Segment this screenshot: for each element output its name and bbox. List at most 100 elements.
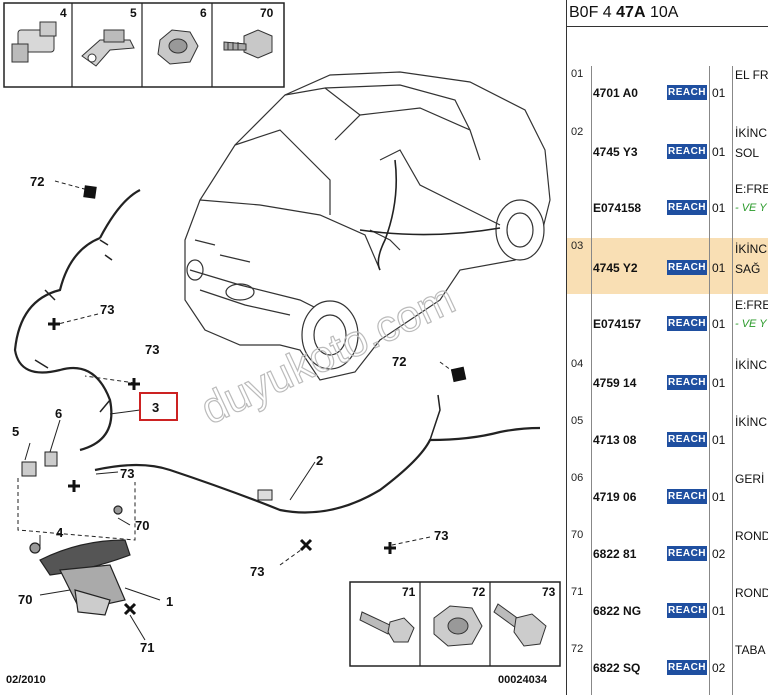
part-line[interactable]: E074158 REACH 01 bbox=[567, 198, 768, 218]
part-row-03-sub[interactable]: E:FRE E074157 REACH 01 - VE Y bbox=[567, 294, 768, 357]
part-number[interactable]: 4701 A0 bbox=[593, 86, 638, 100]
icon-label-73: 73 bbox=[542, 585, 556, 599]
part-number[interactable]: 4745 Y3 bbox=[593, 145, 638, 159]
callout-72-upper: 72 bbox=[30, 174, 44, 189]
part-line[interactable]: 4701 A0 REACH 01 bbox=[567, 83, 768, 103]
part-qty: 01 bbox=[712, 201, 726, 215]
callout-73-b: 73 bbox=[145, 342, 159, 357]
part-row-70[interactable]: 70 6822 81 REACH 02 ROND bbox=[567, 527, 768, 585]
reach-badge: REACH bbox=[667, 546, 707, 561]
part-qty: 02 bbox=[712, 661, 726, 675]
part-row-06[interactable]: 06 4719 06 REACH 01 GERİ bbox=[567, 470, 768, 528]
part-row-03[interactable]: 03 4745 Y2 REACH 01 İKİNC SAĞ bbox=[567, 238, 768, 295]
bolt-icon[interactable] bbox=[223, 29, 273, 59]
part-note: - VE Y bbox=[735, 318, 767, 330]
part-line[interactable]: 6822 NG REACH 01 bbox=[567, 601, 768, 621]
part-description: GERİ bbox=[735, 472, 765, 486]
part-qty: 01 bbox=[712, 86, 726, 100]
part-row-01[interactable]: 01 4701 A0 REACH 01 EL FR bbox=[567, 66, 768, 125]
part-row-04[interactable]: 04 4759 14 REACH 01 İKİNC bbox=[567, 356, 768, 414]
callout-71: 71 bbox=[140, 640, 154, 655]
part-number[interactable]: 4719 06 bbox=[593, 490, 637, 504]
ref-prefix: B0F 4 bbox=[569, 4, 612, 21]
part-row-02[interactable]: 02 4745 Y3 REACH 01 İKİNC SOL E:FRE E074… bbox=[567, 124, 768, 239]
reach-badge: REACH bbox=[667, 660, 707, 675]
parts-diagram: 4 5 6 70 bbox=[3, 2, 561, 686]
part-number[interactable]: 6822 SQ bbox=[593, 661, 641, 675]
part-qty: 02 bbox=[712, 547, 726, 561]
part-line[interactable]: 6822 SQ REACH 02 bbox=[567, 658, 768, 678]
group-reference: B0F 4 47A 10A bbox=[569, 0, 678, 26]
brake-cables bbox=[13, 189, 541, 514]
part-line[interactable]: 4759 14 REACH 01 bbox=[567, 373, 768, 393]
part-number[interactable]: 4745 Y2 bbox=[593, 261, 638, 275]
bottom-icon-strip: 71 72 73 bbox=[349, 581, 561, 667]
row-position: 71 bbox=[571, 586, 584, 598]
part-number[interactable]: 4713 08 bbox=[593, 433, 637, 447]
part-qty: 01 bbox=[712, 317, 726, 331]
row-position: 70 bbox=[571, 529, 584, 541]
part-description: İKİNC bbox=[735, 415, 768, 429]
part-number[interactable]: 6822 81 bbox=[593, 547, 637, 561]
bolt-71-icon[interactable] bbox=[359, 611, 415, 643]
nut-72-icon[interactable] bbox=[433, 605, 483, 647]
row-position: 04 bbox=[571, 358, 584, 370]
reach-badge: REACH bbox=[667, 316, 707, 331]
reach-badge: REACH bbox=[667, 375, 707, 390]
part-line[interactable]: E074157 REACH 01 bbox=[567, 314, 768, 334]
sub-part-description: E:FRE bbox=[735, 298, 768, 312]
row-position: 02 bbox=[571, 126, 584, 138]
icon-label-4: 4 bbox=[60, 6, 67, 20]
callout-part-6: 6 bbox=[55, 406, 62, 421]
part-number[interactable]: 6822 NG bbox=[593, 604, 642, 618]
callout-73-c: 73 bbox=[120, 466, 134, 481]
callout-70-b: 70 bbox=[18, 592, 32, 607]
callout-part-1: 1 bbox=[166, 594, 173, 609]
leader-lines bbox=[17, 180, 456, 641]
callout-72-lower: 72 bbox=[392, 354, 406, 369]
nut-icon[interactable] bbox=[157, 29, 199, 65]
ref-bold: 47A bbox=[616, 4, 646, 21]
part-line[interactable]: 4745 Y3 REACH 01 bbox=[567, 142, 768, 162]
row-position: 72 bbox=[571, 643, 584, 655]
reach-badge: REACH bbox=[667, 489, 707, 504]
handbrake-lever[interactable] bbox=[29, 505, 131, 616]
part-line[interactable]: 4713 08 REACH 01 bbox=[567, 430, 768, 450]
diagram-canvas: 4 5 6 70 bbox=[3, 2, 561, 686]
part-description: İKİNC bbox=[735, 358, 768, 372]
column-divider bbox=[709, 66, 710, 695]
part-description: ROND bbox=[735, 529, 768, 543]
part-line[interactable]: 6822 81 REACH 02 bbox=[567, 544, 768, 564]
part-line[interactable]: 4719 06 REACH 01 bbox=[567, 487, 768, 507]
date-code: 02/2010 bbox=[6, 674, 46, 686]
part-qty: 01 bbox=[712, 376, 726, 390]
part-row-72[interactable]: 72 6822 SQ REACH 02 TABA bbox=[567, 641, 768, 695]
part-qty: 01 bbox=[712, 261, 726, 275]
icon-label-5: 5 bbox=[130, 6, 137, 20]
part-number[interactable]: 4759 14 bbox=[593, 376, 637, 390]
diagram-code: 00024034 bbox=[498, 674, 548, 686]
callout-part-5: 5 bbox=[12, 424, 19, 439]
bolt-73-icon[interactable] bbox=[493, 603, 547, 647]
part-row-05[interactable]: 05 4713 08 REACH 01 İKİNC bbox=[567, 413, 768, 471]
clip-icon[interactable] bbox=[11, 21, 57, 63]
part-row-71[interactable]: 71 6822 NG REACH 01 ROND bbox=[567, 584, 768, 642]
callout-3-highlight[interactable] bbox=[139, 392, 178, 421]
part-line[interactable]: 4745 Y2 REACH 01 bbox=[567, 258, 768, 278]
fastener-markers bbox=[48, 185, 467, 616]
reach-badge: REACH bbox=[667, 144, 707, 159]
callout-73-a: 73 bbox=[100, 302, 114, 317]
row-position: 05 bbox=[571, 415, 584, 427]
part-number[interactable]: E074157 bbox=[593, 317, 642, 331]
callout-part-2: 2 bbox=[316, 453, 323, 468]
part-description: İKİNC bbox=[735, 126, 768, 140]
bracket-icon[interactable] bbox=[81, 29, 135, 67]
part-qty: 01 bbox=[712, 604, 726, 618]
part-number[interactable]: E074158 bbox=[593, 201, 642, 215]
parts-list-panel: B0F 4 47A 10A 01 4701 A0 REACH 01 EL FR … bbox=[566, 0, 768, 695]
row-position: 01 bbox=[571, 68, 584, 80]
top-icon-strip: 4 5 6 70 bbox=[3, 2, 285, 88]
part-qty: 01 bbox=[712, 490, 726, 504]
column-divider bbox=[732, 66, 733, 695]
reach-badge: REACH bbox=[667, 432, 707, 447]
